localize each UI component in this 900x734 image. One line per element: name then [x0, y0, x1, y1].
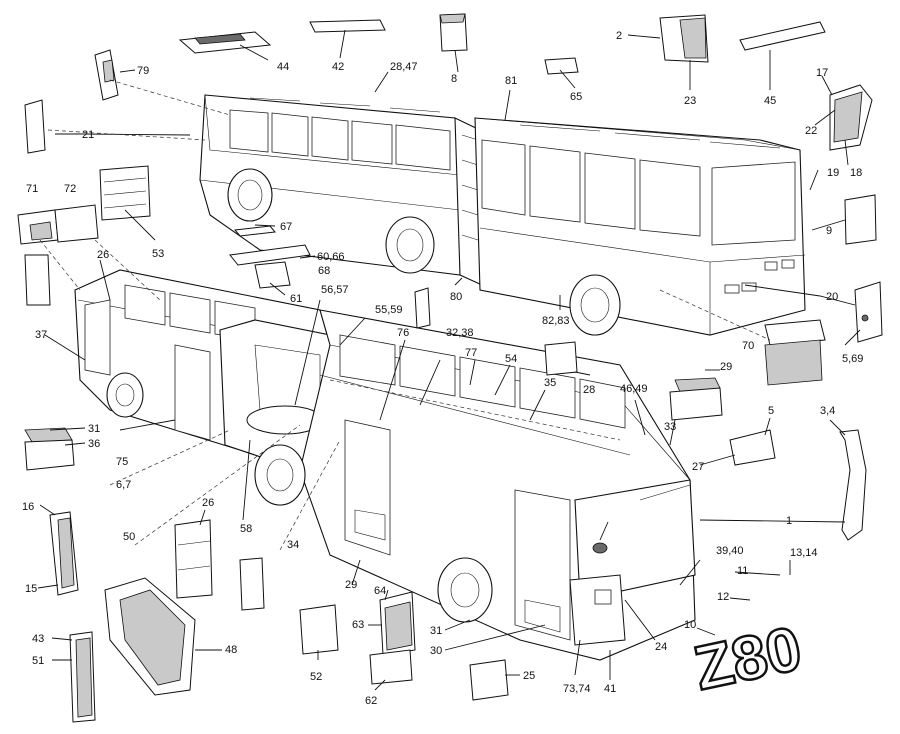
- label-81: 81: [505, 75, 517, 87]
- label-51: 51: [32, 655, 44, 667]
- label-70: 70: [742, 340, 754, 352]
- logo-text: Z80: [689, 614, 808, 704]
- label-30: 30: [430, 645, 442, 657]
- label-44: 44: [277, 61, 289, 73]
- label-22: 22: [805, 125, 817, 137]
- label-76: 76: [397, 327, 409, 339]
- label-65: 65: [570, 91, 582, 103]
- label-72: 72: [64, 183, 76, 195]
- label-3-4: 3,4: [820, 405, 835, 417]
- label-24: 24: [655, 641, 667, 653]
- label-18: 18: [850, 167, 862, 179]
- label-77: 77: [465, 347, 477, 359]
- label-25: 25: [523, 670, 535, 682]
- label-79: 79: [137, 65, 149, 77]
- label-13-14: 13,14: [790, 547, 818, 559]
- label-64: 64: [374, 585, 386, 597]
- upper-wheels: [227, 168, 621, 336]
- exploded-parts: Z80: [17, 13, 883, 723]
- label-80: 80: [450, 291, 462, 303]
- label-23: 23: [684, 95, 696, 107]
- label-54: 54: [505, 353, 517, 365]
- label-71: 71: [26, 183, 38, 195]
- label-67: 67: [280, 221, 292, 233]
- label-28: 28: [583, 384, 595, 396]
- label-32-38: 32,38: [446, 327, 474, 339]
- label-28-47: 28,47: [390, 61, 418, 73]
- label-60-66: 60,66: [317, 251, 345, 263]
- label-73-74: 73,74: [563, 683, 591, 695]
- label-17: 17: [816, 67, 828, 79]
- label-5: 5: [768, 405, 774, 417]
- upper-rear-windows: [481, 139, 796, 246]
- label-21: 21: [82, 129, 94, 141]
- label-5-69: 5,69: [842, 353, 863, 365]
- label-16: 16: [22, 501, 34, 513]
- label-8: 8: [451, 73, 457, 85]
- label-31-lower: 31: [430, 625, 442, 637]
- leader-lines: [37, 29, 861, 691]
- label-29: 29: [720, 361, 732, 373]
- label-75: 75: [116, 456, 128, 468]
- label-61: 61: [290, 293, 302, 305]
- label-56-57: 56,57: [321, 284, 349, 296]
- label-63: 63: [352, 619, 364, 631]
- label-27: 27: [692, 461, 704, 473]
- label-53: 53: [152, 248, 164, 260]
- label-42: 42: [332, 61, 344, 73]
- label-1: 1: [786, 515, 792, 527]
- lower-front-windows: [339, 334, 626, 429]
- label-34: 34: [287, 539, 299, 551]
- label-39-40: 39,40: [716, 545, 744, 557]
- label-41: 41: [604, 683, 616, 695]
- z80-logo: Z80: [687, 613, 808, 705]
- label-62: 62: [365, 695, 377, 707]
- label-52: 52: [310, 671, 322, 683]
- label-33: 33: [664, 421, 676, 433]
- label-12: 12: [717, 591, 729, 603]
- label-19: 19: [827, 167, 839, 179]
- label-68: 68: [318, 265, 330, 277]
- lower-bus-frame: [74, 269, 696, 661]
- label-37: 37: [35, 329, 47, 341]
- label-9: 9: [826, 225, 832, 237]
- lower-wheels: [106, 372, 493, 623]
- part-labels: 79 44 42 28,47 8 2 23 45 17 22 18 19 81 …: [22, 30, 863, 707]
- label-46-49: 46,49: [620, 383, 648, 395]
- label-35: 35: [544, 377, 556, 389]
- label-45: 45: [764, 95, 776, 107]
- label-82-83: 82,83: [542, 315, 570, 327]
- label-43: 43: [32, 633, 44, 645]
- label-48: 48: [225, 644, 237, 656]
- label-2: 2: [616, 30, 622, 42]
- label-26-upper: 26: [97, 249, 109, 261]
- label-10: 10: [684, 619, 696, 631]
- label-58: 58: [240, 523, 252, 535]
- label-11: 11: [737, 565, 748, 577]
- label-31-left: 31: [88, 423, 100, 435]
- label-36: 36: [88, 438, 100, 450]
- label-29-lower: 29: [345, 579, 357, 591]
- label-50: 50: [123, 531, 135, 543]
- label-55-59: 55,59: [375, 304, 403, 316]
- label-26-lower: 26: [202, 497, 214, 509]
- upper-front-windows: [229, 109, 451, 171]
- label-20: 20: [826, 291, 838, 303]
- label-6-7: 6,7: [116, 479, 131, 491]
- label-15: 15: [25, 583, 37, 595]
